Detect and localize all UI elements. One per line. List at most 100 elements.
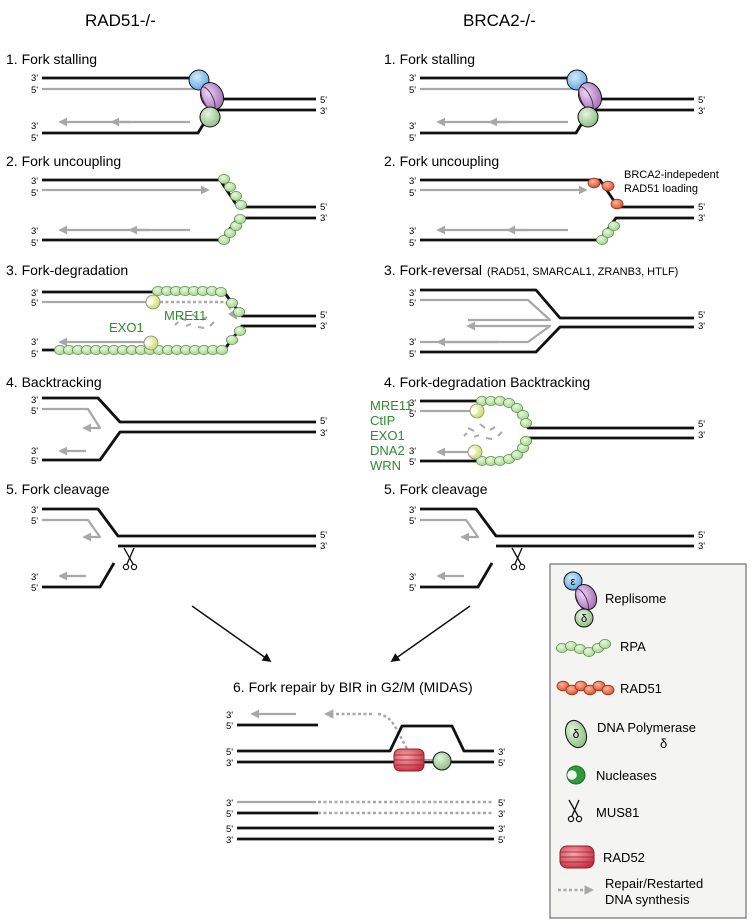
rpa-protein <box>225 334 238 345</box>
end-label: 3' <box>409 572 416 583</box>
end-label: 5' <box>498 758 505 769</box>
rpa-coated-ssdna <box>54 285 246 355</box>
end-label: 5' <box>409 457 416 468</box>
end-label: 3' <box>409 337 416 348</box>
rpa-protein <box>223 227 236 238</box>
nuclease-icon <box>145 294 161 310</box>
nuclease-label-dna2: DNA2 <box>370 443 405 458</box>
end-label: 3' <box>31 73 38 84</box>
end-label: 3' <box>409 176 416 187</box>
rpa-protein <box>223 181 236 192</box>
reversed-nascent-strand <box>420 321 552 344</box>
end-label: 5' <box>409 349 416 360</box>
end-label: 5' <box>31 85 38 96</box>
end-label: 5' <box>409 133 416 144</box>
end-label: 5' <box>698 530 705 541</box>
converge-arrow-right <box>390 605 471 663</box>
end-label: 3' <box>409 446 416 457</box>
rpa-protein <box>510 402 523 413</box>
end-label: 3' <box>698 321 705 332</box>
dna-strand <box>237 724 494 753</box>
end-label: 3' <box>226 710 233 721</box>
end-label: 3' <box>409 226 416 237</box>
legend-item-replisome: ε δ Replisome <box>563 571 666 628</box>
end-label: 3' <box>320 213 327 224</box>
end-label: 5' <box>31 456 38 467</box>
end-label: 3' <box>226 758 233 769</box>
end-label: 3' <box>498 747 505 758</box>
right-step5-fork-cleavage: 5. Fork cleavage 3' 5' 3' 5' 5' 3' <box>384 481 705 594</box>
dna-strand <box>42 178 316 209</box>
end-label: 5' <box>409 516 416 527</box>
legend-label: Replisome <box>605 591 666 606</box>
legend-label: RAD51 <box>620 681 662 696</box>
degraded-fragments <box>463 423 503 440</box>
end-label: 3' <box>31 176 38 187</box>
column-title-brca2: BRCA2-/- <box>463 11 536 30</box>
rad51-protein <box>601 684 615 696</box>
end-label: 3' <box>409 121 416 132</box>
end-label: 3' <box>31 337 38 348</box>
left-step4-backtracking: 4. Backtracking 3' 5' 3' 5' 5' 3' <box>6 374 327 467</box>
end-label: 3' <box>226 798 233 809</box>
legend-item-rpa: RPA <box>556 639 646 658</box>
end-label: 3' <box>698 541 705 552</box>
legend-label: MUS81 <box>596 805 639 820</box>
nuclease-label-exo1: EXO1 <box>370 428 405 443</box>
left-step2-fork-uncoupling: 2. Fork uncoupling 3' 5' 3' 5' 5' 3' <box>6 153 327 249</box>
legend-label: Nucleases <box>596 768 657 783</box>
end-label: 3' <box>498 824 505 835</box>
rpa-protein <box>233 325 246 336</box>
end-label: 3' <box>31 572 38 583</box>
end-label: 5' <box>409 298 416 309</box>
rpa-protein <box>601 227 614 238</box>
end-label: 5' <box>320 310 327 321</box>
rpa-protein <box>225 297 238 308</box>
rpa-protein <box>503 397 516 408</box>
legend-label: RPA <box>620 639 646 654</box>
dna-strand <box>420 562 494 589</box>
dna-strand <box>420 325 694 354</box>
rpa-coated-ssdna <box>476 395 532 466</box>
rad51-protein <box>601 180 615 192</box>
step-title: 1. Fork stalling <box>384 51 475 67</box>
converge-arrow-left <box>191 605 272 663</box>
legend-item-rad52: RAD52 <box>559 845 645 869</box>
scissors-icon <box>122 547 138 571</box>
dna-strand <box>420 507 694 538</box>
exo1-label: EXO1 <box>109 320 144 335</box>
end-label: 5' <box>226 747 233 758</box>
legend-label: DNA Polymerase <box>597 720 696 735</box>
end-label: 3' <box>320 106 327 117</box>
step-title: 3. Fork-degradation <box>6 262 128 278</box>
end-label: 5' <box>698 310 705 321</box>
end-label: 3' <box>320 321 327 332</box>
end-label: 3' <box>226 835 233 846</box>
right-step2-fork-uncoupling: 2. Fork uncoupling 3' 5' 3' 5' 5' 3' BRC… <box>384 153 719 249</box>
end-label: 3' <box>698 213 705 224</box>
rpa-protein <box>229 190 242 201</box>
delta-glyph: δ <box>573 727 580 741</box>
dna-strand <box>420 399 694 430</box>
end-label: 3' <box>409 505 416 516</box>
right-step4-fork-degradation-backtracking: 4. Fork-degradation Backtracking 3' 5' 3… <box>370 374 705 473</box>
nascent-strand <box>420 518 480 542</box>
end-label: 5' <box>409 188 416 199</box>
end-label: 5' <box>226 721 233 732</box>
right-step1-fork-stalling: 1. Fork stalling 3' 5' 3' 5' 5' 3' <box>384 51 705 144</box>
nascent-strand <box>42 518 102 542</box>
end-label: 5' <box>31 298 38 309</box>
end-label: 5' <box>31 188 38 199</box>
end-label: 5' <box>320 95 327 106</box>
end-label: 5' <box>31 583 38 594</box>
rpa-protein <box>599 639 612 650</box>
step-title: 5. Fork cleavage <box>6 481 110 497</box>
legend-item-nucleases: Nucleases <box>566 765 657 785</box>
rpa-protein <box>519 435 532 446</box>
rpa-protein <box>215 344 228 355</box>
end-label: 5' <box>698 95 705 106</box>
right-step3-fork-reversal: 3. Fork-reversal(RAD51, SMARCAL1, ZRANB3… <box>384 262 705 360</box>
end-label: 5' <box>320 202 327 213</box>
reversed-nascent-strand <box>420 298 552 322</box>
